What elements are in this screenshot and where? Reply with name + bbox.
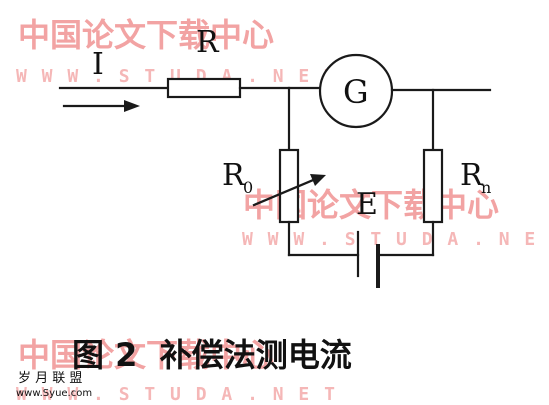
resistor-left [278, 148, 300, 224]
resistor-right [422, 148, 444, 224]
slider-arrow-shaft [252, 176, 320, 207]
watermark-url-bottom: W W W . S T U D A . N E T [16, 384, 337, 405]
label-right-resistor: R [460, 158, 484, 193]
label-battery: E [356, 187, 378, 222]
label-series-resistor: R [196, 25, 220, 60]
watermark-chinese-top: 中国论文下载中心 [18, 16, 274, 54]
current-arrow-head [124, 100, 140, 112]
watermark-url-top: W W W . S T U D A . N E T [16, 66, 337, 87]
label-left-resistor-subscript: 0 [243, 178, 253, 197]
slider-arrow-head [310, 174, 326, 186]
watermark-chinese-bottom: 中国论文下载中心 [18, 336, 274, 374]
figure-caption: 图 2 补偿法测电流 [72, 336, 352, 374]
label-right-resistor-subscript: n [481, 178, 491, 197]
watermark-url-middle: W W W . S T U D A . N E T [242, 229, 549, 250]
site-logo-name: 岁 月 联 盟 [18, 371, 82, 386]
label-left-resistor: R [222, 158, 246, 193]
site-logo-url: www.Syue.com [16, 388, 92, 399]
label-galvanometer: G [343, 73, 369, 111]
label-current: I [92, 47, 104, 82]
resistor-series [166, 77, 242, 99]
